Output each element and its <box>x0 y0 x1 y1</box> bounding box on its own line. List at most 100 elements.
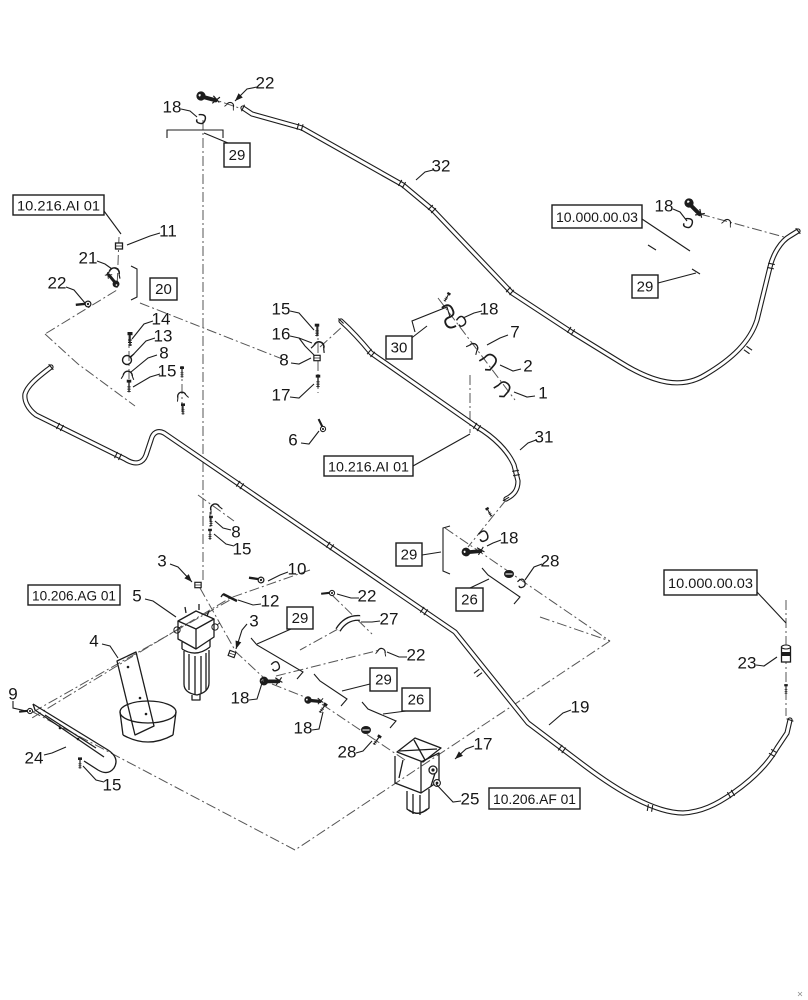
annotations: 10.216.AI 01202910.000.00.03293010.216.A… <box>8 74 787 810</box>
ref-box-26: 26 <box>455 567 521 612</box>
callout-number: 25 <box>461 790 480 809</box>
hook-glyph <box>195 113 207 125</box>
leader-line <box>65 286 86 304</box>
leader-line <box>96 260 113 270</box>
callout-22: 22 <box>234 74 274 102</box>
callout-8: 8 <box>130 344 169 373</box>
screw-glyph <box>126 379 132 393</box>
clamp-glyph <box>375 647 387 657</box>
hole <box>58 726 62 730</box>
grommet-glyph <box>361 726 371 734</box>
clamp-glyph <box>176 391 189 402</box>
pclamp-glyph <box>478 353 497 371</box>
callout-number: 15 <box>158 362 177 381</box>
callout-number: 3 <box>157 552 166 571</box>
ref-box-label: 29 <box>401 547 418 564</box>
centerline <box>139 302 291 363</box>
ring-glyph <box>211 622 221 631</box>
leader-line <box>435 783 462 803</box>
bolt-glyph <box>317 418 327 433</box>
leader-line <box>12 701 27 712</box>
ref-box-label: 26 <box>461 592 478 609</box>
ref-box-label: 29 <box>292 610 309 627</box>
callout-18: 18 <box>486 529 518 548</box>
callout-3: 3 <box>157 552 193 583</box>
callout-number: 12 <box>261 592 280 611</box>
ref-box-29: 29 <box>395 525 451 575</box>
callout-number: 7 <box>510 323 519 342</box>
callout-number: 18 <box>480 300 499 319</box>
nut-glyph <box>313 354 321 362</box>
leader-line <box>82 765 105 783</box>
callout-18: 18 <box>294 711 324 738</box>
callout-3: 3 <box>235 612 259 650</box>
centerline <box>294 640 611 851</box>
callout-number: 3 <box>249 612 258 631</box>
callout-28: 28 <box>338 740 373 762</box>
leader-line <box>486 539 502 547</box>
callout-1: 1 <box>513 384 548 403</box>
hook-glyph <box>477 530 489 543</box>
hole <box>76 737 80 741</box>
centerline <box>539 616 611 642</box>
ref-box-29: 29 <box>631 244 701 299</box>
clamp-glyph <box>721 218 732 228</box>
callout-number: 8 <box>279 351 288 370</box>
screw-glyph <box>784 684 788 694</box>
ref-box-29: 29 <box>313 667 398 707</box>
screw-glyph <box>315 374 321 388</box>
hook-glyph <box>455 315 467 327</box>
leader-line <box>126 232 161 246</box>
ref-box-29: 29 <box>250 606 314 680</box>
leader-line <box>213 533 235 547</box>
ref-box-label: 10.206.AG 01 <box>32 588 116 604</box>
callout-25: 25 <box>435 783 480 809</box>
callout-number: 8 <box>159 344 168 363</box>
ref-box-label: 26 <box>408 692 425 709</box>
callout-number: 10 <box>288 560 307 579</box>
centerline <box>197 494 235 522</box>
callout-number: 22 <box>48 274 67 293</box>
part-glyphs <box>19 91 792 787</box>
callout-12: 12 <box>237 592 280 611</box>
figures <box>32 604 803 997</box>
banjo-glyph <box>684 198 705 218</box>
bolt-glyph <box>321 589 336 597</box>
screw-glyph <box>209 515 213 527</box>
leader-line <box>248 679 264 701</box>
ref-box-label: 10.206.AF 01 <box>493 791 576 807</box>
nut-glyph <box>227 649 237 659</box>
port-glyph <box>428 765 438 775</box>
callout-number: 27 <box>380 610 399 629</box>
banjo-glyph <box>196 91 221 104</box>
hook-glyph <box>682 217 694 229</box>
callout-number: 11 <box>159 222 177 241</box>
leader-line <box>214 520 232 531</box>
callout-24: 24 <box>25 746 67 768</box>
ref-box-29: 29 <box>166 129 251 168</box>
callout-8: 8 <box>279 351 312 370</box>
callout-18: 18 <box>231 679 264 708</box>
callout-15: 15 <box>213 533 251 559</box>
screw-glyph <box>314 323 320 337</box>
callout-13: 13 <box>129 327 172 359</box>
grommet-glyph <box>504 570 514 578</box>
leader-line <box>311 711 324 731</box>
ref-box-26: 26 <box>361 687 431 729</box>
hook-glyph <box>517 578 526 589</box>
callout-number: 14 <box>152 310 171 329</box>
leader-line <box>289 310 315 331</box>
centerline <box>31 569 311 719</box>
clamp-glyph <box>310 341 325 354</box>
ref-box-label: 10.000.00.03 <box>668 575 753 591</box>
ref-box-10-216-AI-01: 10.216.AI 01 <box>12 194 122 235</box>
callout-number: 6 <box>288 431 297 450</box>
hook-glyph <box>270 661 281 672</box>
callout-18: 18 <box>462 300 499 319</box>
callout-number: 24 <box>25 749 44 768</box>
callout-number: 32 <box>432 157 451 176</box>
callout-number: 21 <box>79 249 98 268</box>
callout-number: 18 <box>231 689 250 708</box>
support-strap <box>32 703 117 774</box>
